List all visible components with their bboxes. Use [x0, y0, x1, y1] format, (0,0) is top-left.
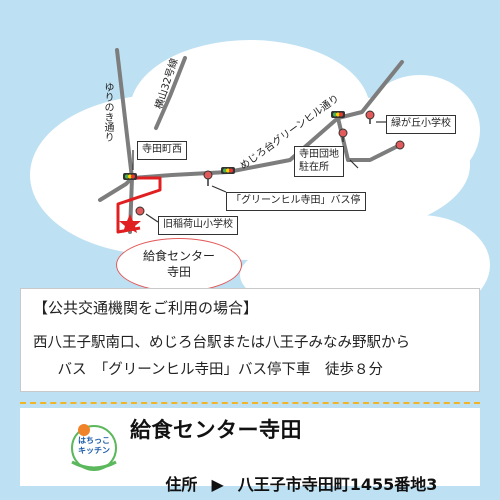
logo-text: はちっこ キッチン — [78, 436, 110, 455]
dashed-divider — [20, 402, 480, 404]
label-bus-stop: 「グリーンヒル寺田」バス停 — [226, 192, 366, 211]
info-heading: 【公共交通機関をご利用の場合】 — [33, 299, 259, 317]
kyushoku-center-text: 給食センター 寺田 — [142, 249, 215, 279]
hachikko-kitchen-logo — [71, 424, 117, 471]
traffic-light-icon — [331, 111, 345, 118]
school-marker-icon — [395, 140, 405, 150]
info-line-2: バス 「グリーンヒル寺田」バス停下車 徒歩８分 — [43, 362, 384, 378]
school-marker-icon — [338, 128, 348, 142]
info-line-1: 西八王子駅南口、めじろ台駅または八王子みなみ野駅から — [33, 335, 410, 351]
address-value: 八王子市寺田町1455番地3 — [237, 475, 438, 494]
label-terada-danchi-parking: 寺田団地 駐在所 — [294, 146, 344, 177]
label-kyu-inariyama-elementary: 旧稲荷山小学校 — [158, 216, 238, 235]
road-label-yurinoki: ゆりのき通り — [102, 82, 113, 142]
school-marker-icon — [365, 110, 375, 124]
label-midorigaoka-elementary: 緑が丘小学校 — [386, 115, 456, 134]
address-line: 住所 ▶ 八王子市寺田町1455番地3 — [132, 452, 437, 500]
label-teradamachi-nishi: 寺田町西 — [137, 141, 187, 160]
school-marker-icon — [135, 206, 145, 216]
destination-star-icon — [119, 214, 141, 233]
road-yokoyama-32 — [154, 56, 187, 130]
arrow-right-icon: ▶ — [211, 475, 224, 494]
label-kyushoku-center-terada: 給食センター 寺田 — [116, 238, 242, 292]
traffic-light-icon — [123, 173, 137, 180]
address-label: 住所 — [165, 475, 198, 494]
footer: はちっこ キッチン 給食センター寺田 住所 ▶ 八王子市寺田町1455番地3 — [20, 408, 480, 494]
info-box: 【公共交通機関をご利用の場合】 西八王子駅南口、めじろ台駅または八王子みなみ野駅… — [20, 288, 480, 392]
bus-stop-marker-icon — [203, 170, 213, 186]
walking-route — [116, 176, 162, 234]
traffic-light-icon — [221, 167, 235, 174]
facility-title: 給食センター寺田 — [130, 418, 302, 442]
road-mejirodai-green-hill — [130, 60, 404, 180]
